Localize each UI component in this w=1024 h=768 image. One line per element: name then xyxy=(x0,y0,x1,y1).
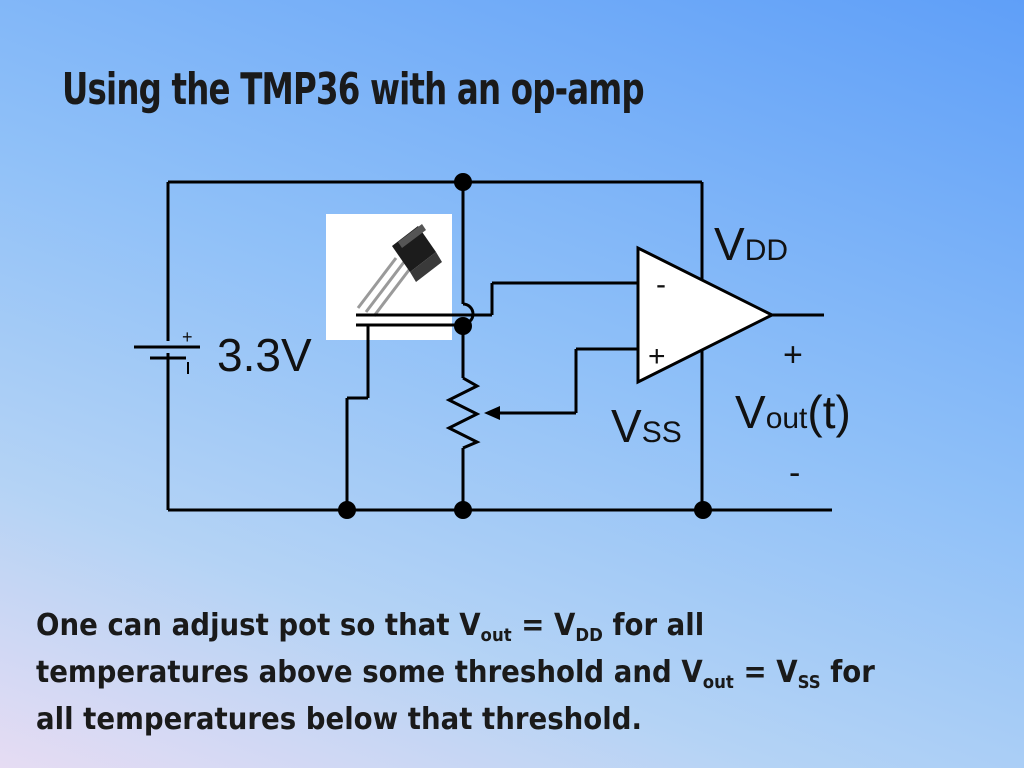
opamp-plus-label: + xyxy=(648,340,666,373)
circuit-wires xyxy=(166,180,832,512)
pot-wiper-arrow-icon xyxy=(484,406,500,420)
opamp-triangle xyxy=(636,245,776,385)
caption-text: One can adjust pot so that Vout = VDD fo… xyxy=(36,608,875,737)
vdd-label: VDD xyxy=(714,218,788,270)
vout-plus-label: + xyxy=(783,336,803,374)
junction-dots xyxy=(338,173,712,519)
vout-minus-label: - xyxy=(789,454,800,492)
slide-title: Using the TMP36 with an op-amp xyxy=(62,64,645,115)
vout-label: Vout(t) xyxy=(735,386,851,438)
battery-voltage-label: 3.3V xyxy=(217,329,312,381)
battery-symbol xyxy=(134,345,200,374)
vss-label: VSS xyxy=(611,400,682,452)
opamp-minus-label: - xyxy=(656,268,666,301)
battery-plus-label: + xyxy=(182,327,193,347)
tmp36-sensor-image xyxy=(326,214,452,340)
